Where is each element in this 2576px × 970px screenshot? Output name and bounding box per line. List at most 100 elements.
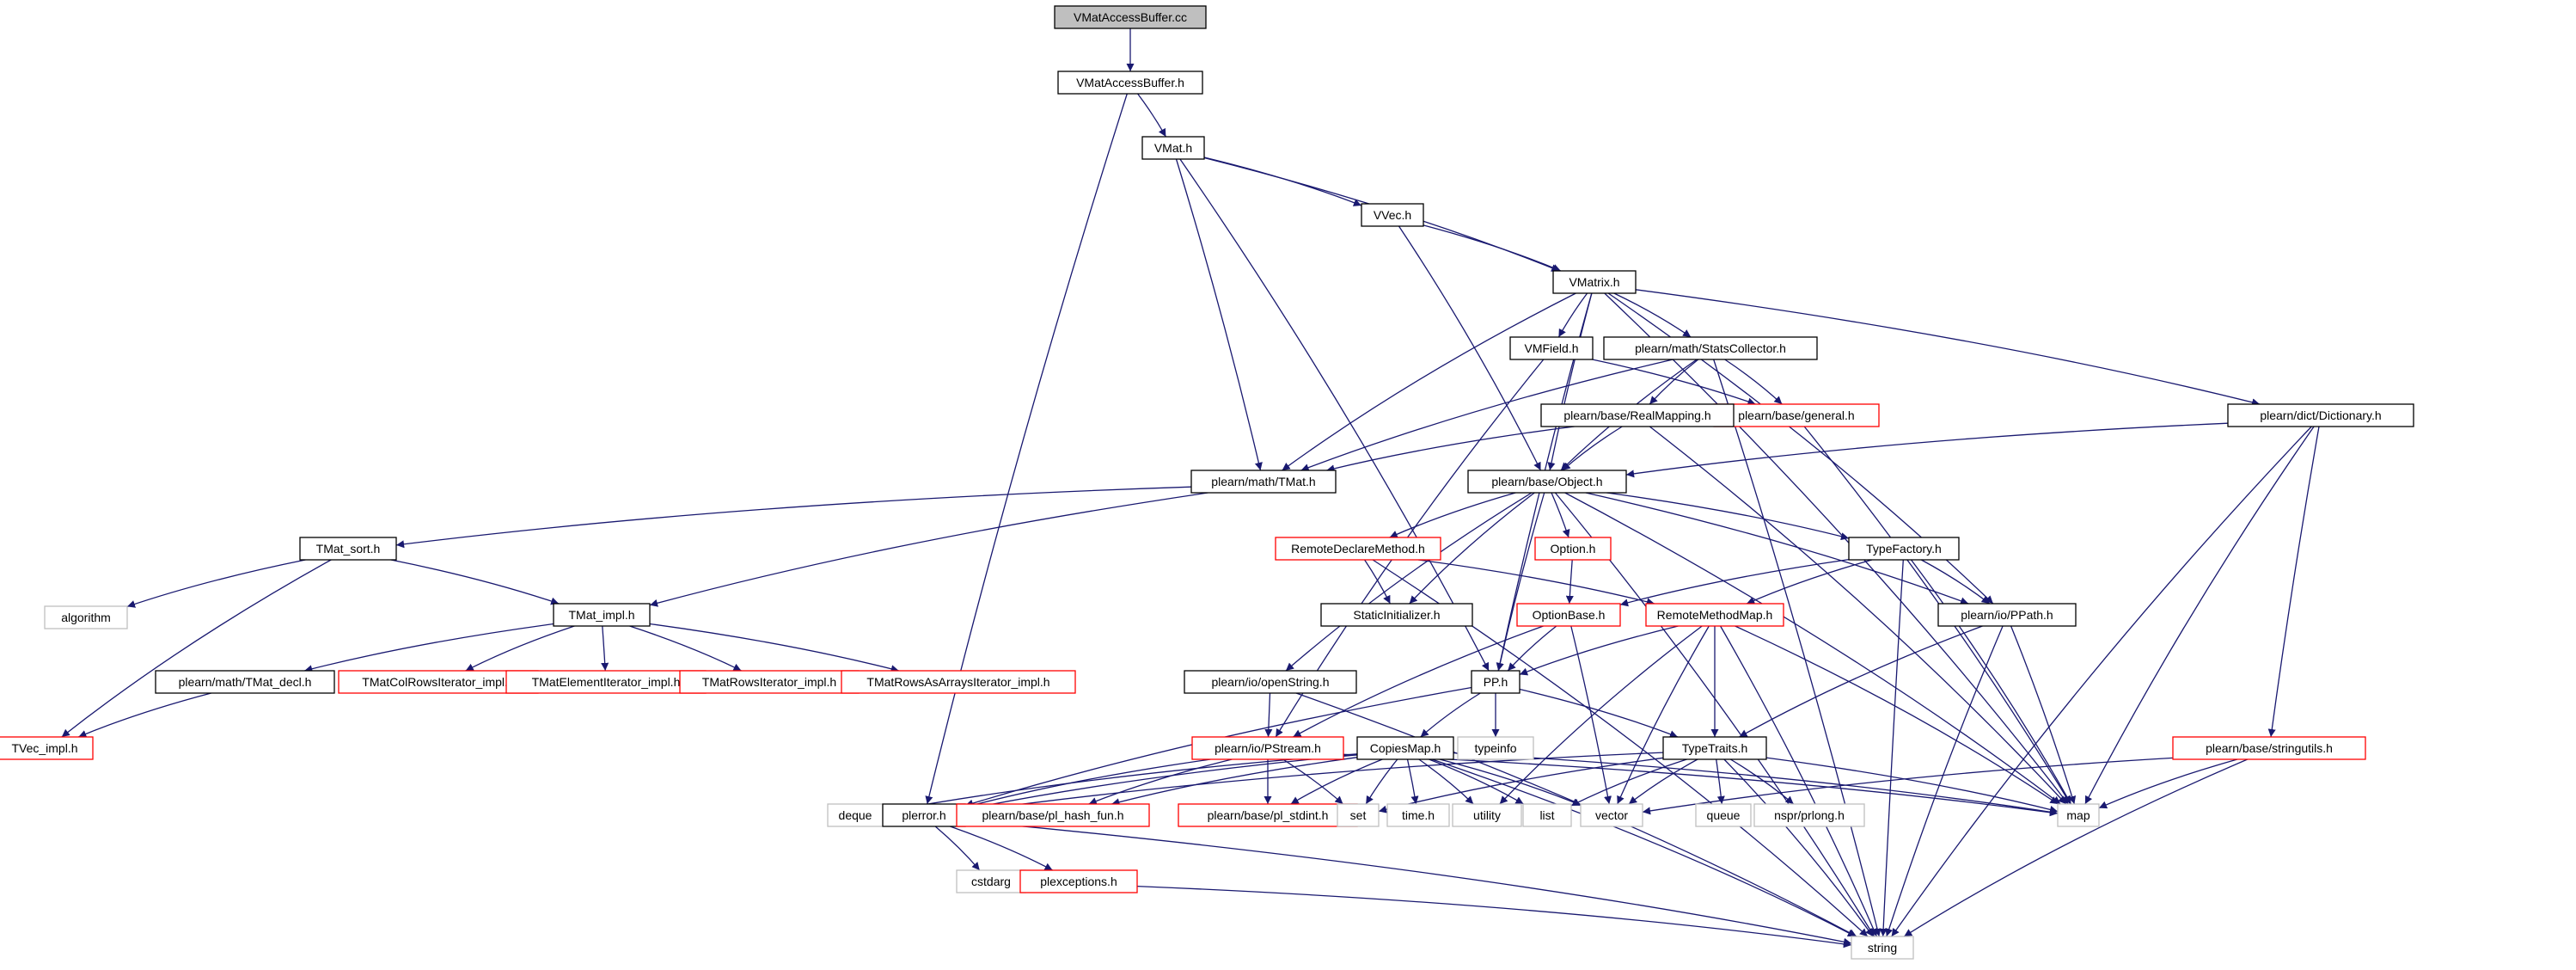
node-plerror-h[interactable]: plerror.h (882, 803, 966, 827)
node-string: string (1851, 936, 1914, 960)
edge-plexceptions-to-string (1136, 885, 1852, 949)
node-remotemethodmap-h[interactable]: RemoteMethodMap.h (1645, 603, 1784, 627)
node-copiesmap-h[interactable]: CopiesMap.h (1356, 736, 1454, 760)
node-tmat-impl-h[interactable]: TMat_impl.h (553, 603, 651, 627)
edge-vmatrix-to-map (1604, 292, 2069, 805)
node-plearn-base-realmapping-h[interactable]: plearn/base/RealMapping.h (1540, 403, 1735, 427)
node-vvec-h[interactable]: VVec.h (1361, 203, 1424, 227)
node-box (956, 869, 1026, 893)
node-optionbase-h[interactable]: OptionBase.h (1516, 603, 1621, 627)
node-box (1178, 803, 1358, 827)
edge-tmatimpl-to-colrows (465, 625, 575, 672)
node-remotedeclaremethod-h[interactable]: RemoteDeclareMethod.h (1275, 537, 1441, 561)
node-box (1141, 136, 1205, 160)
node-nspr-prlong-h: nspr/prlong.h (1753, 803, 1865, 827)
node-tmat-sort-h[interactable]: TMat_sort.h (299, 537, 397, 561)
node-algorithm: algorithm (44, 605, 128, 629)
node-plearn-math-statscollector-h[interactable]: plearn/math/StatsCollector.h (1603, 336, 1818, 360)
edge-object-to-openstring (1285, 492, 1533, 672)
edge-plerror-to-plexceptions (950, 826, 1053, 871)
node-label: TMat_sort.h (316, 542, 381, 556)
node-label: list (1539, 808, 1554, 822)
node-label: plearn/base/pl_stdint.h (1208, 808, 1329, 822)
edge-remotemethodmap-to-map (1735, 625, 2059, 805)
node-typetraits-h[interactable]: TypeTraits.h (1662, 736, 1767, 760)
node-plearn-dict-dictionary-h[interactable]: plearn/dict/Dictionary.h (2227, 403, 2414, 427)
node-label: utility (1473, 808, 1501, 822)
node-box (1184, 670, 1357, 694)
node-typefactory-h[interactable]: TypeFactory.h (1848, 537, 1960, 561)
edge-plerror-to-string (964, 820, 1852, 946)
node-tmatelementiterator-impl-h[interactable]: TMatElementIterator_impl.h (505, 670, 707, 694)
node-plearn-base-general-h[interactable]: plearn/base/general.h (1713, 403, 1880, 427)
edge-realmap-to-object (1562, 426, 1623, 471)
edge-copiesmap-to-vector (1439, 758, 1582, 807)
edge-vmfield-to-general (1592, 359, 1756, 406)
node-tvec-impl-h[interactable]: TVec_impl.h (0, 736, 94, 760)
node-label: VMatAccessBuffer.h (1076, 76, 1184, 89)
edge-copiesmap-to-plstdint (1290, 758, 1383, 805)
node-label: plerror.h (902, 808, 945, 822)
node-label: plearn/math/TMat_decl.h (179, 675, 312, 689)
node-plearn-io-pstream-h[interactable]: plearn/io/PStream.h (1191, 736, 1344, 760)
edge-typefactory-to-map (1910, 559, 2072, 805)
edge-vmatrix-to-dict (1635, 289, 2261, 407)
node-label: VMatAccessBuffer.cc (1074, 10, 1187, 24)
node-plearn-math-tmat-h[interactable]: plearn/math/TMat.h (1190, 470, 1337, 494)
node-plearn-base-stringutils-h[interactable]: plearn/base/stringutils.h (2172, 736, 2366, 760)
node-option-h[interactable]: Option.h (1534, 537, 1612, 561)
node-box (1019, 869, 1138, 893)
node-pp-h[interactable]: PP.h (1471, 670, 1521, 694)
node-plearn-base-pl-hash-fun-h[interactable]: plearn/base/pl_hash_fun.h (956, 803, 1150, 827)
node-box (1386, 803, 1450, 827)
node-plearn-io-openstring-h[interactable]: plearn/io/openString.h (1184, 670, 1357, 694)
edge-object-to-ppath (1585, 492, 1969, 605)
node-staticinitializer-h[interactable]: StaticInitializer.h (1320, 603, 1473, 627)
node-label: plearn/base/Object.h (1491, 475, 1602, 488)
node-map: map (2057, 803, 2100, 827)
edge-realmap-to-map (1649, 426, 2067, 805)
node-label: RemoteMethodMap.h (1657, 608, 1773, 622)
node-vmat-h[interactable]: VMat.h (1141, 136, 1205, 160)
node-tmatrowsasarraysiterator-impl-h[interactable]: TMatRowsAsArraysIterator_impl.h (841, 670, 1076, 694)
node-box (956, 803, 1150, 827)
edge-tmatimpl-to-tmatdecl (304, 623, 554, 673)
edge-copiesmap-to-string (1431, 758, 1857, 937)
edge-tmatsort-to-tvecimpl (61, 559, 332, 738)
node-typeinfo: typeinfo (1457, 736, 1534, 760)
node-vmataccessbuffer-cc[interactable]: VMatAccessBuffer.cc (1054, 5, 1207, 29)
node-box (1452, 803, 1522, 827)
node-box (1516, 603, 1621, 627)
node-label: map (2066, 808, 2090, 822)
node-box (1662, 736, 1767, 760)
node-label: typeinfo (1474, 741, 1516, 755)
edge-stats-to-tmath (1300, 359, 1673, 472)
node-plearn-base-object-h[interactable]: plearn/base/Object.h (1467, 470, 1627, 494)
node-label: RemoteDeclareMethod.h (1291, 542, 1425, 556)
node-box (1645, 603, 1784, 627)
edge-tmatimpl-to-elemiter (601, 625, 609, 672)
node-plexceptions-h[interactable]: plexceptions.h (1019, 869, 1138, 893)
node-set: set (1337, 803, 1380, 827)
node-tmatrowsiterator-impl-h[interactable]: TMatRowsIterator_impl.h (679, 670, 860, 694)
edge-typetraits-to-plerror (964, 752, 1664, 815)
node-vmataccessbuffer-h[interactable]: VMatAccessBuffer.h (1057, 71, 1203, 95)
node-label: string (1868, 941, 1897, 955)
node-vmfield-h[interactable]: VMField.h (1509, 336, 1594, 360)
edge-optionbase-to-pstream (1293, 625, 1544, 738)
node-plearn-math-tmat-decl-h[interactable]: plearn/math/TMat_decl.h (155, 670, 335, 694)
edge-object-to-staticinit (1409, 492, 1535, 605)
node-box (44, 605, 128, 629)
edge-remotemethodmap-to-string (1720, 625, 1877, 937)
node-vmatrix-h[interactable]: VMatrix.h (1552, 270, 1637, 294)
node-box (2227, 403, 2414, 427)
edge-remotemethodmap-to-utility (1499, 625, 1703, 805)
node-label: TMat_impl.h (568, 608, 634, 622)
node-box (1457, 736, 1534, 760)
node-plearn-base-pl-stdint-h[interactable]: plearn/base/pl_stdint.h (1178, 803, 1358, 827)
node-label: nspr/prlong.h (1774, 808, 1845, 822)
node-plearn-io-ppath-h[interactable]: plearn/io/PPath.h (1937, 603, 2077, 627)
edge-object-to-option (1551, 492, 1570, 538)
node-queue: queue (1695, 803, 1752, 827)
